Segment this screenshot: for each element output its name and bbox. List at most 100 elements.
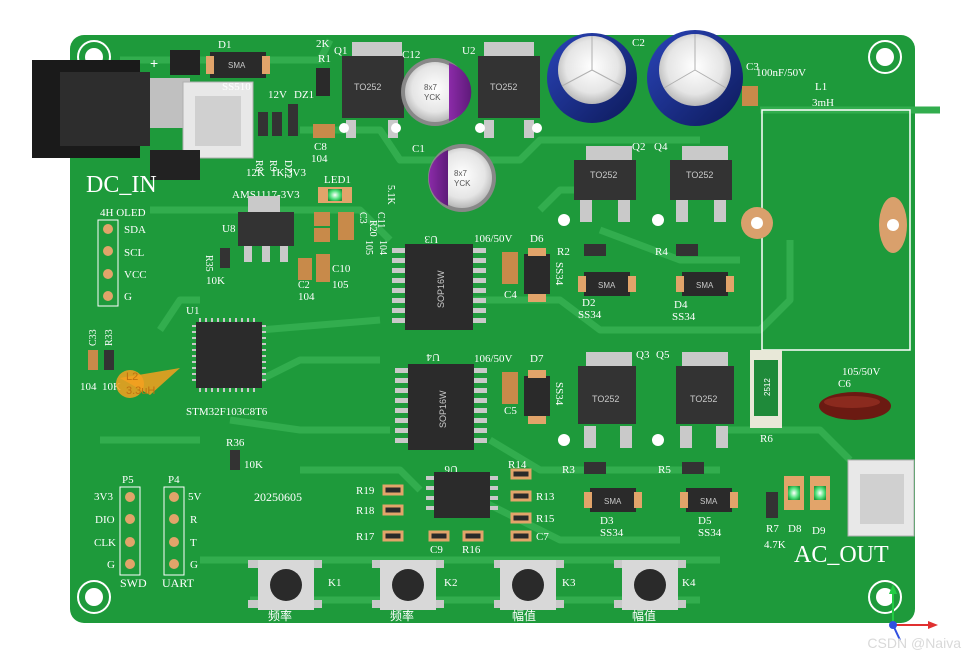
label-k3: K3: [562, 577, 576, 589]
regulator-u8: [238, 196, 294, 262]
label-r1: R1: [318, 53, 331, 65]
button-k3[interactable]: [494, 560, 564, 610]
label-r4: R4: [655, 246, 668, 258]
label-d9: D9: [812, 525, 826, 537]
button-k4[interactable]: [614, 560, 686, 610]
capacitor-c12: 8x7 YCK: [401, 58, 472, 126]
label-c11: C11: [375, 212, 386, 228]
label-q3: Q3: [636, 349, 650, 361]
resistor-r2: [584, 244, 606, 256]
d2-package: SMA: [598, 281, 616, 290]
resistor-r4: [676, 244, 698, 256]
opamp-u6: [426, 472, 498, 518]
k1-function: 频率: [268, 608, 292, 623]
mcu-u1: [192, 318, 266, 392]
mosfet-q4: TO252: [670, 146, 732, 222]
driver-u4: SOP16W: [395, 364, 487, 450]
label-c2: C2: [632, 37, 645, 49]
capacitor-c8: [313, 124, 335, 138]
label-12k: 12K: [246, 167, 265, 179]
pin-r: R: [190, 514, 198, 526]
pin-5v: 5V: [188, 491, 202, 503]
label-q2: Q2: [632, 141, 645, 153]
label-uart: UART: [162, 576, 195, 590]
label-d5: D5: [698, 515, 712, 527]
label-r13: R13: [536, 491, 555, 503]
label-r15: R15: [536, 513, 555, 525]
resistor-r20: [314, 212, 330, 226]
label-r17: R17: [356, 531, 375, 543]
label-1k: 1K: [271, 167, 285, 179]
label-c3: C3: [746, 61, 759, 73]
c1-size: 8x7: [454, 169, 467, 178]
capacitor-c33: [88, 350, 98, 370]
title-dc-in: DC_IN: [86, 172, 157, 198]
label-c3b: C3: [357, 212, 368, 224]
label-c5: C5: [504, 405, 517, 417]
label-3v3: 3V3: [287, 167, 306, 179]
watermark: CSDN @Naiva: [867, 635, 961, 651]
axes-gizmo-icon: [889, 584, 938, 641]
label-r9: R9: [267, 160, 278, 172]
resistor-r3: [584, 462, 606, 474]
pin-vcc: VCC: [124, 269, 147, 281]
label-q1: Q1: [334, 45, 347, 57]
button-k1[interactable]: [248, 560, 322, 610]
mosfet-q2: TO252: [574, 146, 636, 222]
label-u2: U2: [462, 45, 475, 57]
label-swd: SWD: [120, 576, 147, 590]
k3-function: 幅值: [512, 608, 536, 623]
label-4_7k: 4.7K: [764, 539, 786, 551]
label-12v: 12V: [268, 89, 287, 101]
capacitor-c11: [314, 228, 330, 242]
pin-3v3: 3V3: [94, 491, 113, 503]
pin-scl: SCL: [124, 247, 144, 259]
label-d1: D1: [218, 39, 231, 51]
button-k2[interactable]: [372, 560, 444, 610]
label-l1: L1: [815, 81, 827, 93]
label-k4: K4: [682, 577, 696, 589]
mounting-hole-icon: [77, 40, 902, 614]
label-c8: C8: [314, 141, 327, 153]
label-ss34-d4: SS34: [672, 311, 696, 323]
label-r3: R3: [562, 464, 575, 476]
label-p5: P5: [122, 474, 134, 486]
capacitor-c2: [547, 33, 637, 123]
label-c10: C10: [332, 263, 351, 275]
pin-g-uart: G: [190, 559, 198, 571]
resistor-r36: [230, 450, 240, 470]
capacitor-c4: [502, 252, 518, 284]
label-105b: 105: [332, 279, 349, 291]
diode-d3: SMA: [584, 488, 642, 512]
resistor-r6: 2512: [750, 350, 782, 428]
q3-package: TO252: [592, 394, 619, 404]
capacitor-c3b: [338, 212, 354, 240]
label-r2: R2: [557, 246, 570, 258]
capacitor-c3-smd: [742, 86, 758, 106]
diode-d6: [524, 248, 550, 302]
resistor-r9: [272, 112, 282, 136]
r6-value: 2512: [763, 378, 772, 396]
label-ss34-d2: SS34: [578, 309, 602, 321]
u4-package: SOP16W: [438, 390, 448, 428]
via-pads: [339, 123, 664, 446]
label-dz2: DZ2: [282, 160, 293, 178]
capacitor-c10: [316, 254, 330, 282]
label-ss34-d7: SS34: [553, 382, 565, 406]
c12-brand: YCK: [424, 93, 441, 102]
label-l2: L2: [126, 371, 138, 383]
resistor-r5: [682, 462, 704, 474]
label-10k-r35: 10K: [206, 275, 225, 287]
label-r36: R36: [226, 437, 245, 449]
pin-sda: SDA: [124, 224, 146, 236]
driver-u3: SOP16W: [392, 244, 486, 330]
zener-dz2: [288, 104, 298, 136]
label-104c: 104: [298, 291, 315, 303]
c12-size: 8x7: [424, 83, 437, 92]
uart-header: [163, 486, 185, 576]
resistor-r8: [258, 112, 268, 136]
label-p4: P4: [168, 474, 180, 486]
d3-package: SMA: [604, 497, 622, 506]
resistor-r33: [104, 350, 114, 370]
